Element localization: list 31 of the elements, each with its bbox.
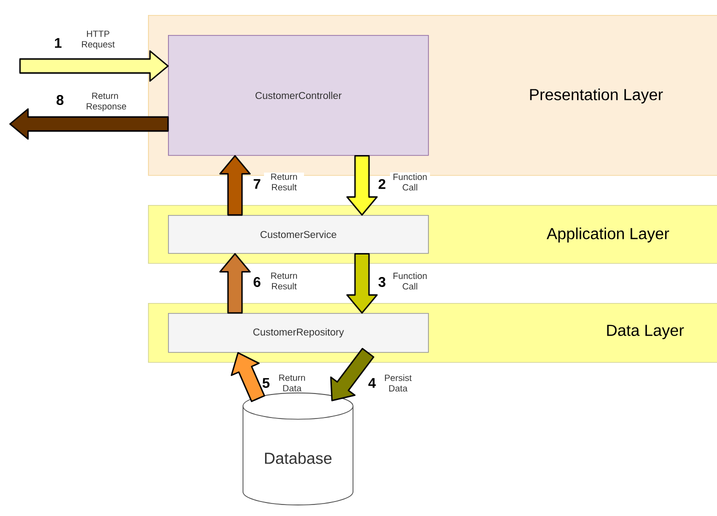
edge-label: Return Result (264, 272, 304, 290)
edge-label: Function Call (390, 271, 430, 291)
step-number: 1 (55, 38, 62, 48)
component-box: CustomerRepository (168, 312, 429, 353)
edge-label: Return Data (272, 374, 312, 392)
block-arrow (230, 352, 266, 402)
step-number: 8 (56, 95, 64, 105)
edge-label: Function Call (390, 172, 430, 192)
step-number: 7 (254, 179, 260, 189)
block-arrow (9, 108, 169, 140)
layer-heading: Presentation Layer (530, 88, 663, 104)
step-number: 4 (368, 378, 376, 388)
step-number: 5 (262, 378, 270, 388)
component-box: CustomerController (168, 35, 429, 156)
edge-label: Persist Data (378, 373, 418, 393)
step-number: 2 (378, 179, 386, 189)
block-arrow (330, 348, 374, 402)
block-arrow (219, 155, 251, 216)
block-arrow (346, 155, 378, 216)
block-arrow (19, 50, 169, 82)
edge-label: Return Result (264, 172, 304, 192)
block-arrow (346, 253, 378, 314)
database-cylinder: Database (242, 392, 354, 506)
step-number: 6 (254, 277, 260, 287)
block-arrow (219, 253, 251, 314)
layer-heading: Data Layer (607, 324, 684, 340)
component-box: CustomerService (168, 214, 429, 254)
layer-heading: Application Layer (546, 228, 670, 242)
step-number: 3 (378, 277, 386, 287)
edge-label: Return Response (85, 92, 126, 112)
edge-label: HTTP Request (78, 30, 118, 50)
